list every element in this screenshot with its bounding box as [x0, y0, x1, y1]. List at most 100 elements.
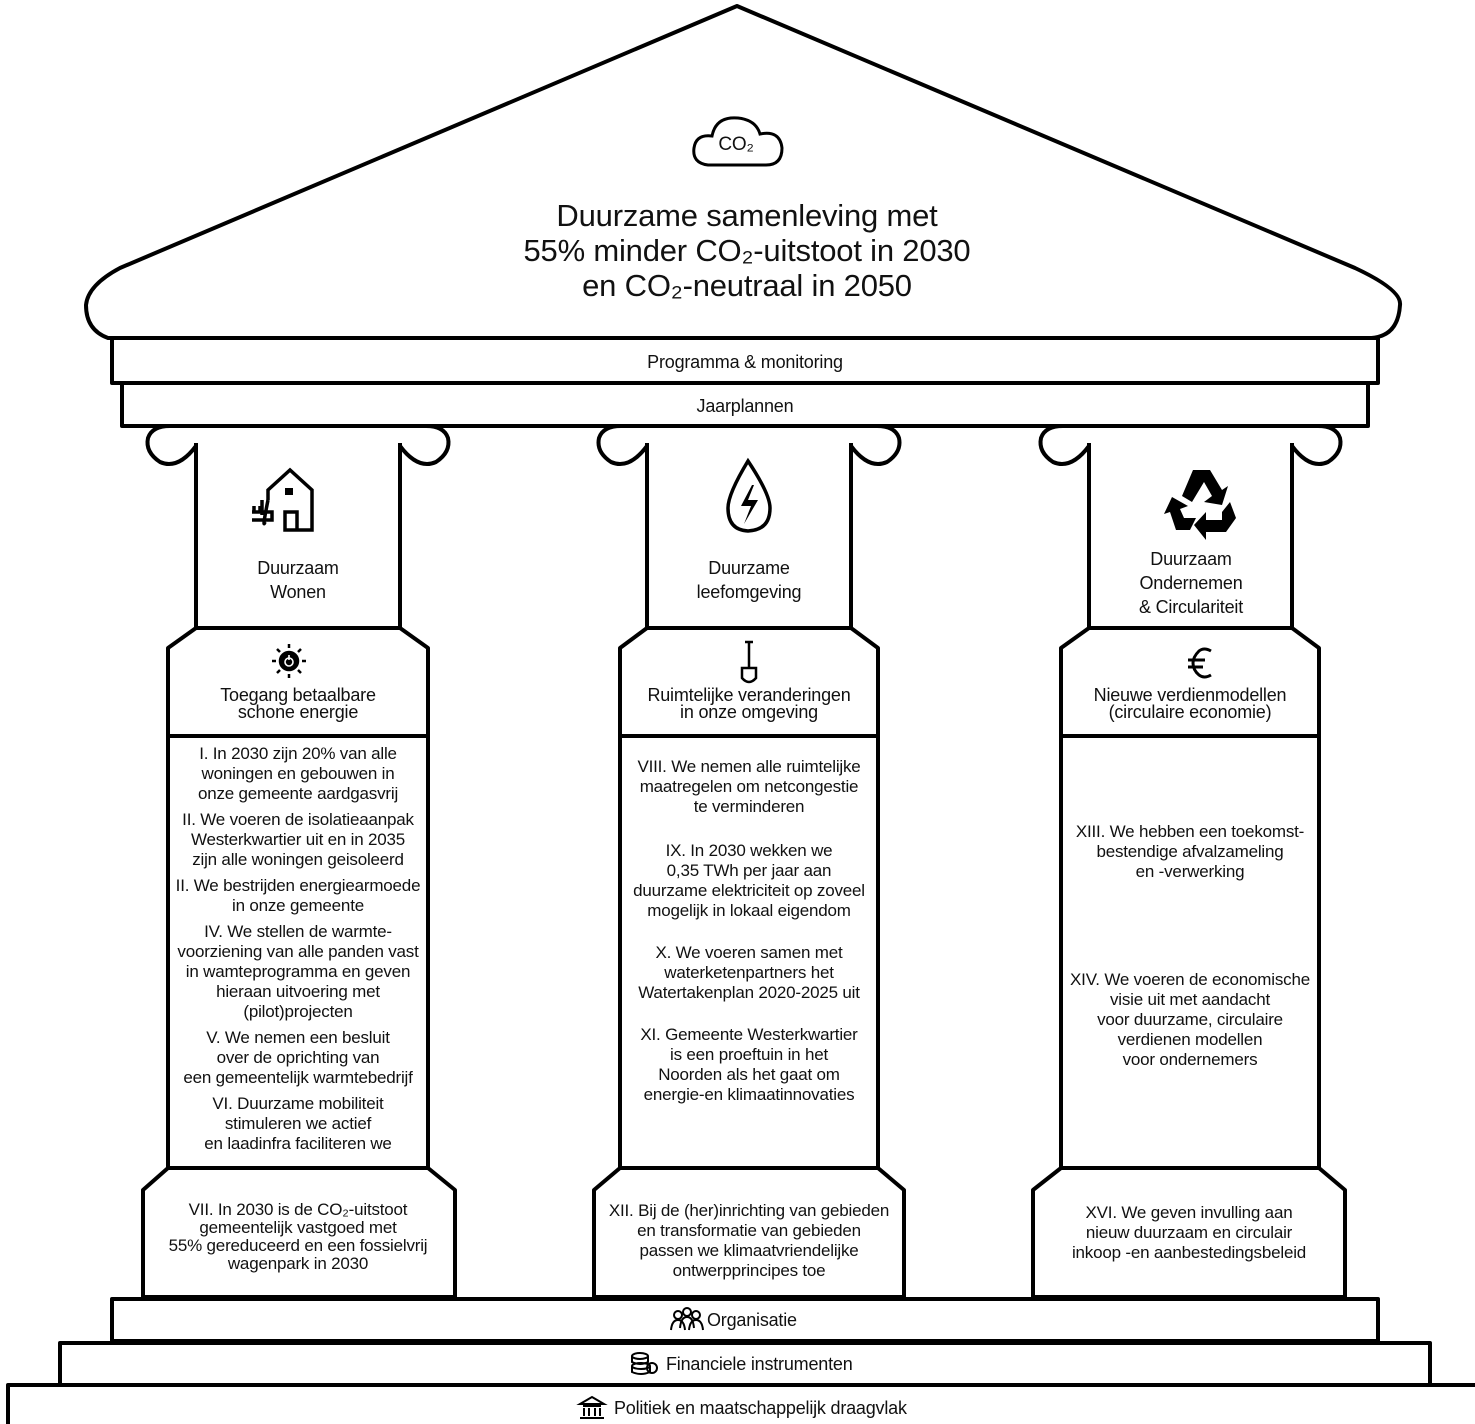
goal-line: duurzame elektriciteit op zoveel	[633, 881, 865, 900]
goal-line: voorziening van alle panden vast	[177, 942, 419, 961]
people-icon	[670, 1307, 704, 1331]
goal-line: nieuw duurzaam en circulair	[1085, 1223, 1293, 1242]
goal-item: XIV. We voeren de economische visie uit …	[1061, 970, 1319, 1070]
shovel-icon	[740, 640, 758, 684]
goal-line: stimuleren we actief	[224, 1114, 372, 1133]
theme-line: (circulaire economie)	[1108, 702, 1272, 722]
roof-title-line: en CO₂-neutraal in 2050	[582, 268, 912, 303]
goal-line: XIV. We voeren de economische	[1070, 970, 1310, 989]
house-plug-icon	[252, 467, 314, 532]
step-financiele-label: Financiele instrumenten	[666, 1354, 853, 1374]
goal-item: XIII. We hebben een toekomst- bestendige…	[1061, 822, 1319, 882]
goal-item: IX. In 2030 wekken we 0,35 TWh per jaar …	[614, 841, 884, 921]
base-goal-leefomgeving: XII. Bij de (her)inrichting van gebieden…	[596, 1201, 902, 1281]
theme-line: Nieuwe verdienmodellen	[1093, 685, 1287, 705]
goal-line: woningen en gebouwen in	[201, 764, 395, 783]
goal-line: XIII. We hebben een toekomst-	[1075, 822, 1305, 841]
step-draagvlak-label: Politiek en maatschappelijk draagvlak	[614, 1398, 907, 1418]
co2-icon-label: CO₂	[718, 134, 754, 155]
goal-item: IV. We stellen de warmte- voorziening va…	[162, 922, 434, 1022]
goal-line: over de oprichting van	[216, 1048, 380, 1067]
goal-line: bestendige afvalzameling	[1096, 842, 1284, 861]
goal-item: VIII. We nemen alle ruimtelijke maatrege…	[614, 757, 884, 817]
pillar-title-line: Duurzaam	[1150, 549, 1232, 569]
theme-line: in onze omgeving	[680, 702, 818, 722]
goal-line: I. In 2030 zijn 20% van alle	[199, 744, 397, 763]
base-goal-ondernemen: XVI. We geven invulling aan nieuw duurza…	[1037, 1203, 1341, 1263]
goal-line: X. We voeren samen met	[655, 943, 843, 962]
goal-line: IX. In 2030 wekken we	[665, 841, 833, 860]
pillar-title-line: Wonen	[270, 582, 326, 602]
step-draagvlak	[6, 1383, 1475, 1424]
goal-line: II. We bestrijden energiearmoede	[175, 876, 421, 895]
goal-line: IV. We stellen de warmte-	[204, 922, 392, 941]
goal-line: waterketenpartners het	[664, 963, 834, 982]
government-building-icon	[576, 1395, 608, 1419]
roof-title: Duurzame samenleving met 55% minder CO₂-…	[487, 198, 1007, 303]
goal-line: energie-en klimaatinnovaties	[643, 1085, 855, 1104]
goal-line: VI. Duurzame mobiliteit	[212, 1094, 384, 1113]
goal-line: passen we klimaatvriendelijke	[639, 1241, 859, 1260]
pillar-leefomgeving	[592, 424, 906, 1299]
goal-line: Noorden als het gaat om	[658, 1065, 840, 1084]
goals-wonen: I. In 2030 zijn 20% van alle woningen en…	[162, 744, 434, 1160]
goal-line: te verminderen	[693, 797, 805, 816]
goal-line: in wamteprogramma en geven	[185, 962, 411, 981]
theme-line: Toegang betaalbare	[220, 685, 376, 705]
goal-line: en -verwerking	[1135, 862, 1245, 881]
theme-line: Ruimtelijke veranderingen	[647, 685, 851, 705]
goal-line: en laadinfra faciliteren we	[204, 1134, 392, 1153]
pillar-title-leefomgeving: Duurzame leefomgeving	[649, 556, 849, 604]
co2-cloud-icon	[692, 116, 784, 167]
pillar-title-line: Duurzaam	[257, 558, 339, 578]
goals-ondernemen: XIII. We hebben een toekomst- bestendige…	[1061, 822, 1319, 1070]
goal-item: XI. Gemeente Westerkwartier is een proef…	[614, 1025, 884, 1105]
goal-line: 0,35 TWh per jaar aan	[666, 861, 832, 880]
goal-line: en transformatie van gebieden	[637, 1221, 861, 1240]
goal-line: mogelijk in lokaal eigendom	[647, 901, 851, 920]
goal-line: 55% gereduceerd en een fossielvrij	[168, 1236, 428, 1255]
goal-line: XII. Bij de (her)inrichting van gebieden	[608, 1201, 890, 1220]
pillar-title-line: Ondernemen	[1139, 573, 1243, 593]
goal-line: inkoop -en aanbestedingsbeleid	[1071, 1243, 1307, 1262]
goal-line: XVI. We geven invulling aan	[1085, 1203, 1293, 1222]
goal-line: in onze gemeente	[232, 896, 364, 915]
euro-icon	[1188, 647, 1212, 679]
goals-leefomgeving: VIII. We nemen alle ruimtelijke maatrege…	[614, 757, 884, 1105]
pillar-title-line: Duurzame	[708, 558, 790, 578]
goal-line: XI. Gemeente Westerkwartier	[640, 1025, 858, 1044]
theme-line: schone energie	[237, 702, 359, 722]
goal-line: is een proeftuin in het	[670, 1045, 828, 1064]
goal-line: Westerkwartier uit en in 2035	[190, 830, 406, 849]
pillar-title-line: & Circulariteit	[1138, 597, 1244, 617]
goal-item: V. We nemen een besluit over de oprichti…	[162, 1028, 434, 1088]
base-goal-wonen: VII. In 2030 is de CO₂-uitstoot gemeente…	[148, 1201, 448, 1273]
step-organisatie-label: Organisatie	[707, 1310, 797, 1330]
goal-item: I. In 2030 zijn 20% van alle woningen en…	[162, 744, 434, 804]
goal-line: maatregelen om netcongestie	[639, 777, 859, 796]
pillar-title-line: leefomgeving	[696, 582, 802, 602]
goal-line: hieraan uitvoering met	[216, 982, 380, 1001]
goal-line: V. We nemen een besluit	[206, 1028, 390, 1047]
theme-leefomgeving: Ruimtelijke veranderingen in onze omgevi…	[620, 685, 878, 722]
goal-line: (pilot)projecten	[243, 1002, 353, 1021]
recycle-icon	[1164, 470, 1236, 540]
goal-line: voor ondernemers	[1122, 1050, 1258, 1069]
goal-line: II. We voeren de isolatieaanpak	[182, 810, 414, 829]
goal-item: VI. Duurzame mobiliteit stimuleren we ac…	[162, 1094, 434, 1154]
goal-line: Watertakenplan 2020-2025 uit	[638, 983, 860, 1002]
pillar-title-ondernemen: Duurzaam Ondernemen & Circulariteit	[1091, 547, 1291, 619]
roof-title-line: 55% minder CO₂-uitstoot in 2030	[523, 233, 971, 268]
goal-line: VII. In 2030 is de CO₂-uitstoot	[188, 1200, 408, 1219]
theme-wonen: Toegang betaalbare schone energie	[170, 685, 426, 722]
goal-line: gemeentelijk vastgoed met	[199, 1218, 397, 1237]
goal-line: onze gemeente aardgasvrij	[197, 784, 399, 803]
beam-programma-label: Programma & monitoring	[647, 352, 843, 372]
water-drop-bolt-icon	[726, 457, 772, 533]
goal-line: visie uit met aandacht	[1109, 990, 1271, 1009]
coins-icon	[631, 1352, 658, 1375]
goal-item: II. We voeren de isolatieaanpak Westerkw…	[162, 810, 434, 870]
goal-line: voor duurzame, circulaire	[1097, 1010, 1283, 1029]
